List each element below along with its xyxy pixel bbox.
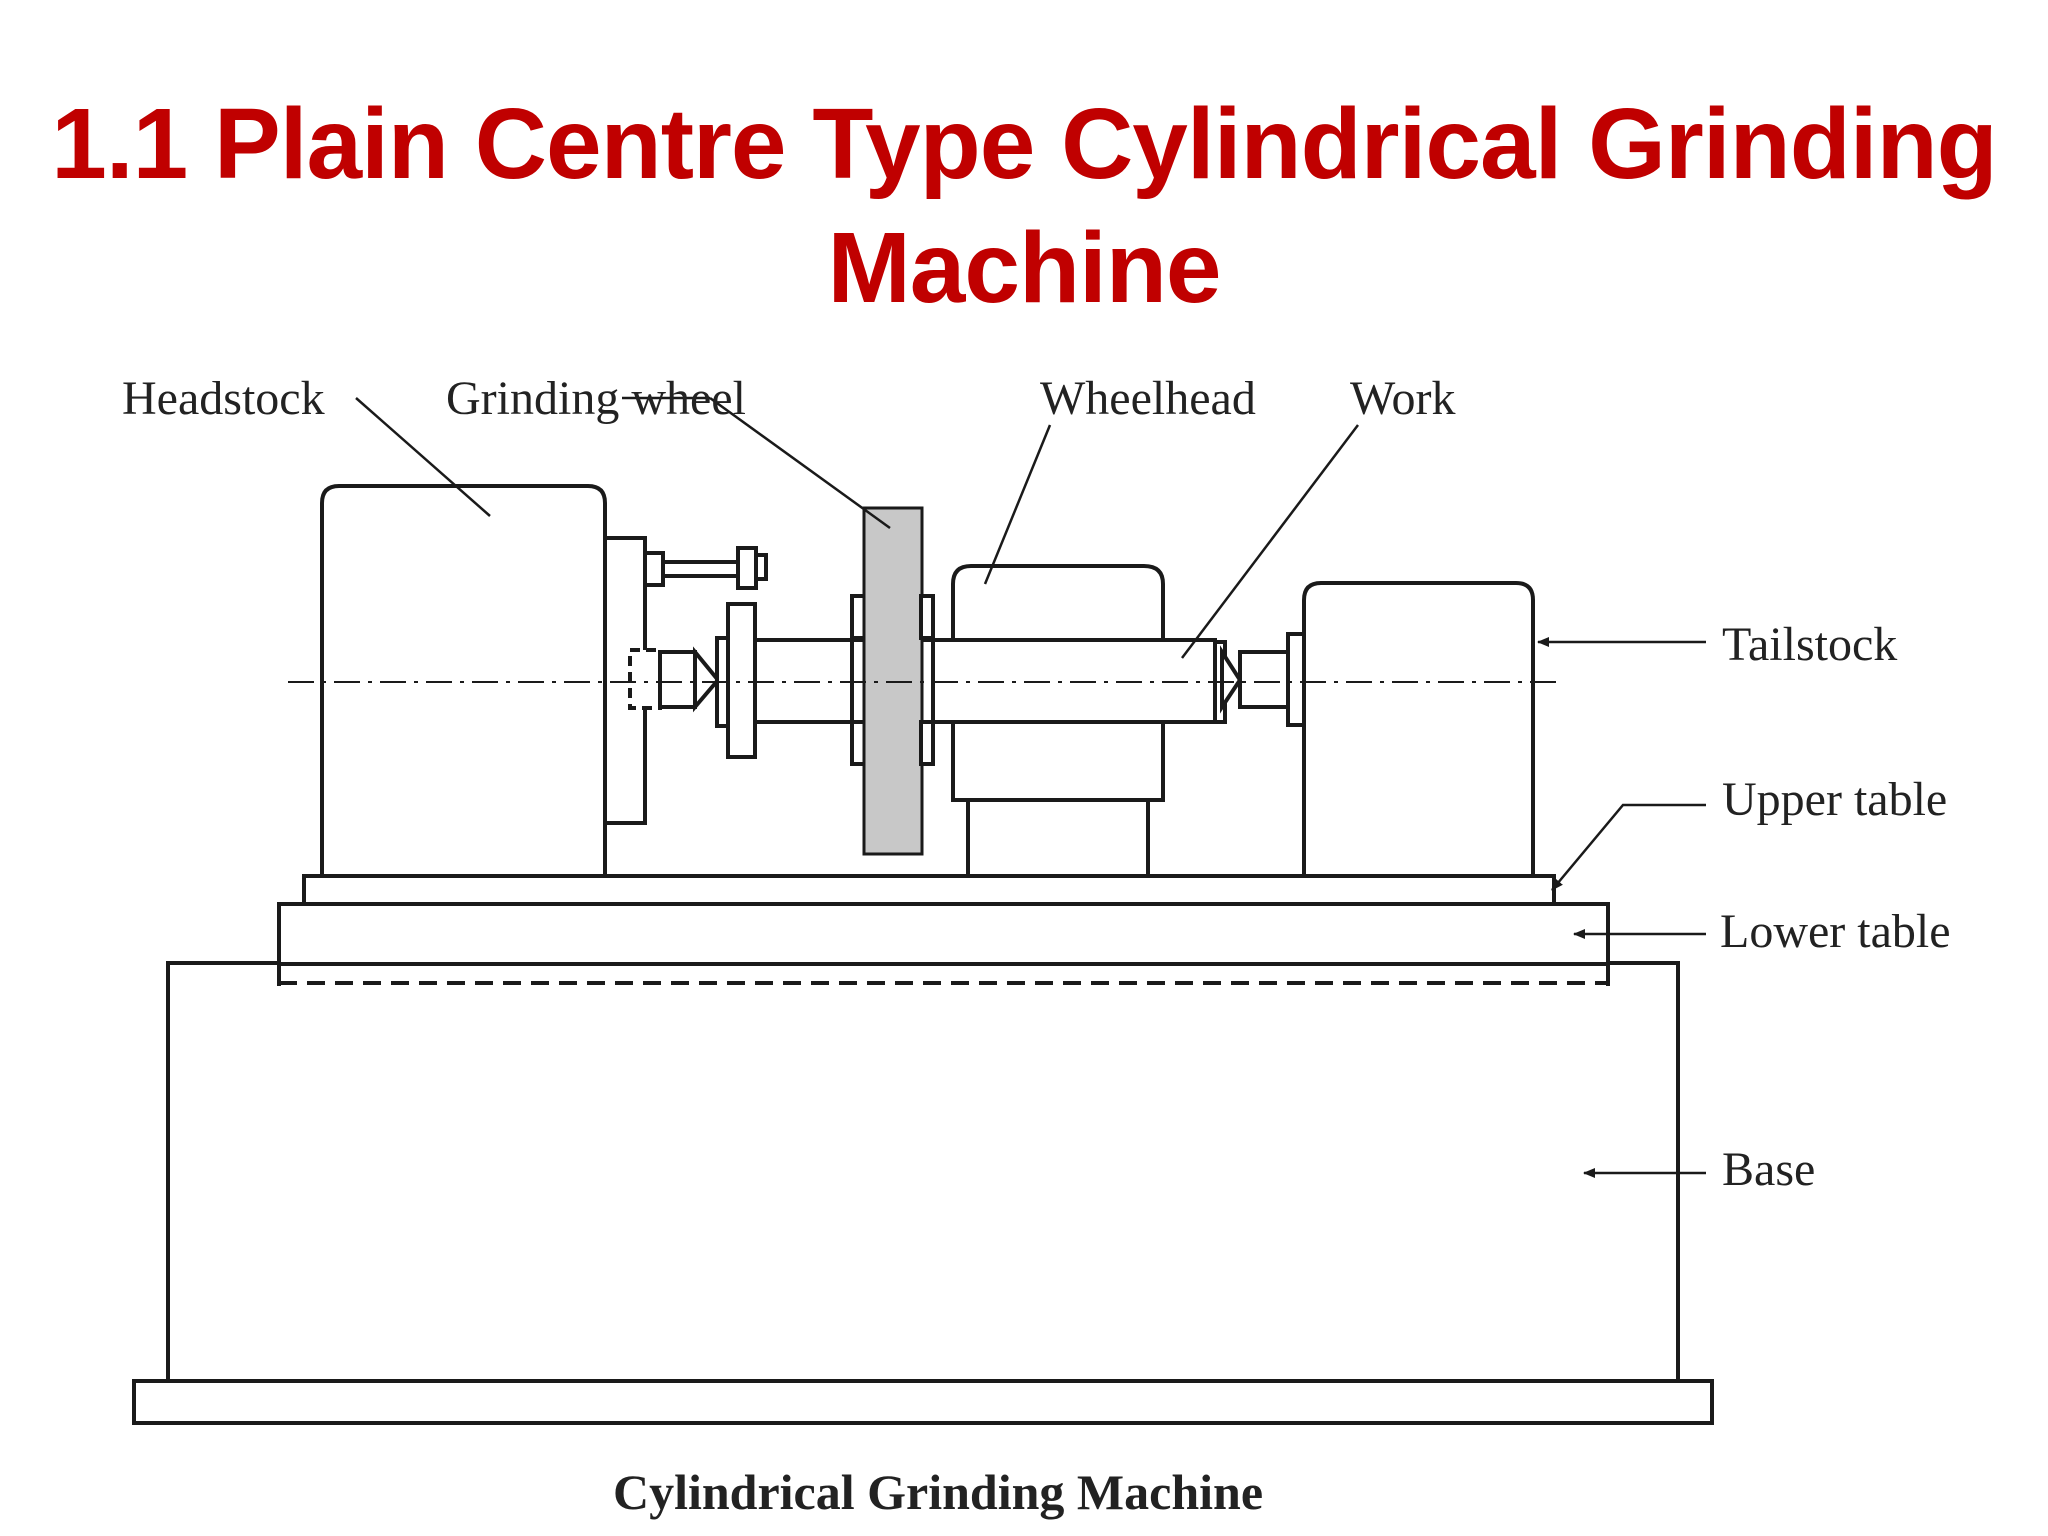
label-base: Base xyxy=(1722,1143,1815,1196)
title-line-1: 1.1 Plain Centre Type Cylindrical Grindi… xyxy=(51,88,1998,200)
wheelhead-column xyxy=(966,798,1150,878)
driving-dog-plate xyxy=(726,602,757,759)
base-block xyxy=(166,961,1680,1385)
tailstock xyxy=(1302,581,1535,878)
label-upper-table: Upper table xyxy=(1722,773,1947,826)
title-line-2: Machine xyxy=(827,212,1221,324)
upper-table-arrow xyxy=(1551,803,1706,891)
diagram-caption: Cylindrical Grinding Machine xyxy=(613,1464,1263,1520)
label-tailstock: Tailstock xyxy=(1722,618,1897,671)
headstock-dead-centre xyxy=(628,648,662,710)
headstock-leader xyxy=(355,397,491,517)
label-work: Work xyxy=(1350,372,1455,425)
base-plinth xyxy=(132,1379,1714,1425)
label-grinding-wheel: Grinding wheel xyxy=(446,372,746,425)
label-headstock: Headstock xyxy=(122,372,325,425)
tailstock-quill xyxy=(1238,650,1290,709)
work-leader xyxy=(1181,424,1359,659)
label-lower-table: Lower table xyxy=(1720,905,1951,958)
wheelhead-leader xyxy=(983,424,1052,585)
upper-table xyxy=(302,874,1556,906)
label-wheelhead: Wheelhead xyxy=(1040,372,1256,425)
tailstock-flange xyxy=(1286,632,1306,727)
slide-title: 1.1 Plain Centre Type Cylindrical Grindi… xyxy=(0,82,2048,330)
lower-table xyxy=(277,902,1610,966)
